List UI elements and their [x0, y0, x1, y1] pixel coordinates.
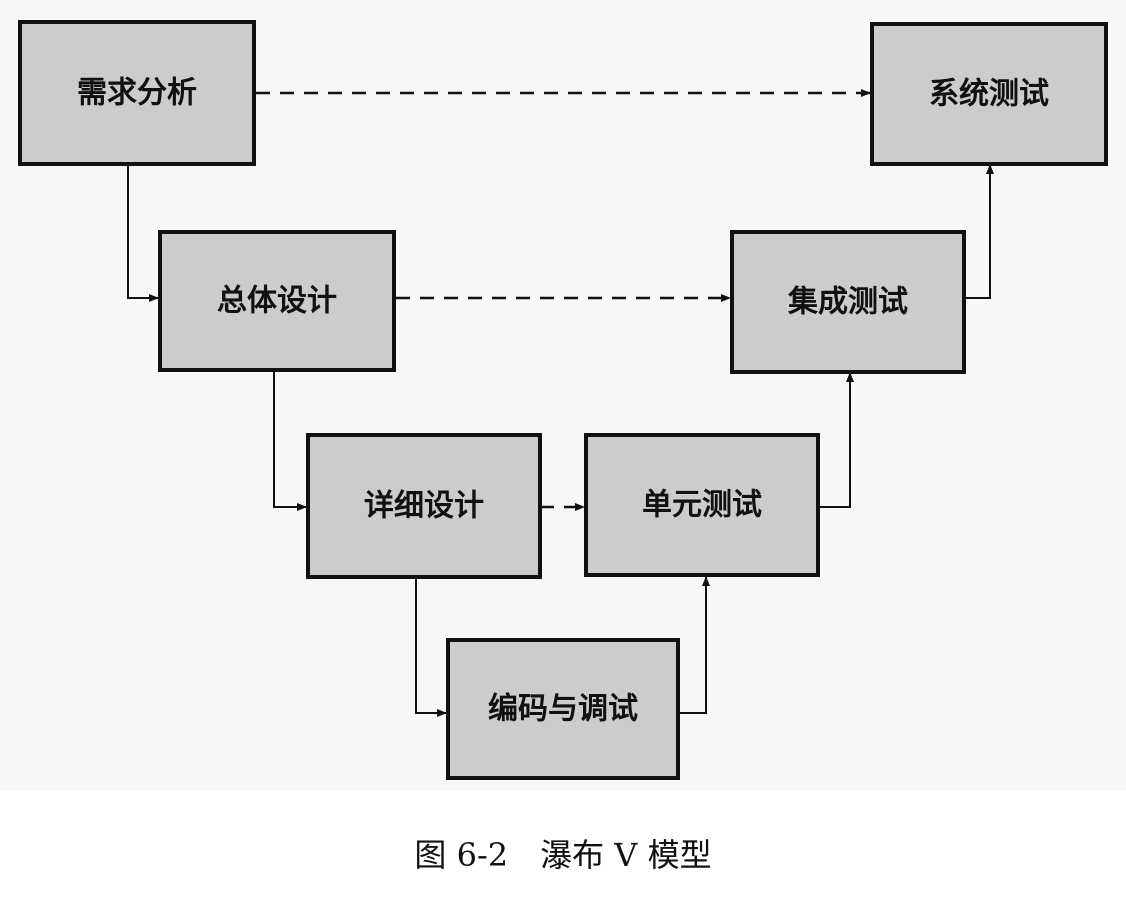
edge-integration-to-sys	[964, 164, 994, 299]
edge-req-to-overall	[127, 166, 159, 302]
edge-unit-to-integration	[818, 372, 854, 508]
node-req-analysis: 需求分析	[18, 20, 256, 166]
node-label: 集成测试	[787, 285, 908, 320]
node-label: 编码与调试	[488, 692, 638, 727]
node-label: 需求分析	[77, 76, 197, 111]
node-unit-test: 单元测试	[584, 433, 820, 577]
node-sys-test: 系统测试	[870, 22, 1108, 166]
node-label: 详细设计	[364, 489, 484, 524]
node-overall-design: 总体设计	[158, 230, 396, 372]
figure-caption: 图 6-2 瀑布 V 模型	[414, 836, 711, 874]
edge-detail-to-coding	[415, 578, 447, 717]
node-coding: 编码与调试	[446, 638, 680, 780]
edge-overall-to-detail	[273, 372, 307, 511]
node-detail-design: 详细设计	[306, 433, 542, 579]
node-label: 系统测试	[929, 77, 1049, 112]
edge-coding-to-unit	[678, 576, 710, 714]
node-integration-test: 集成测试	[730, 230, 966, 374]
node-label: 单元测试	[642, 488, 762, 523]
node-label: 总体设计	[217, 284, 337, 319]
